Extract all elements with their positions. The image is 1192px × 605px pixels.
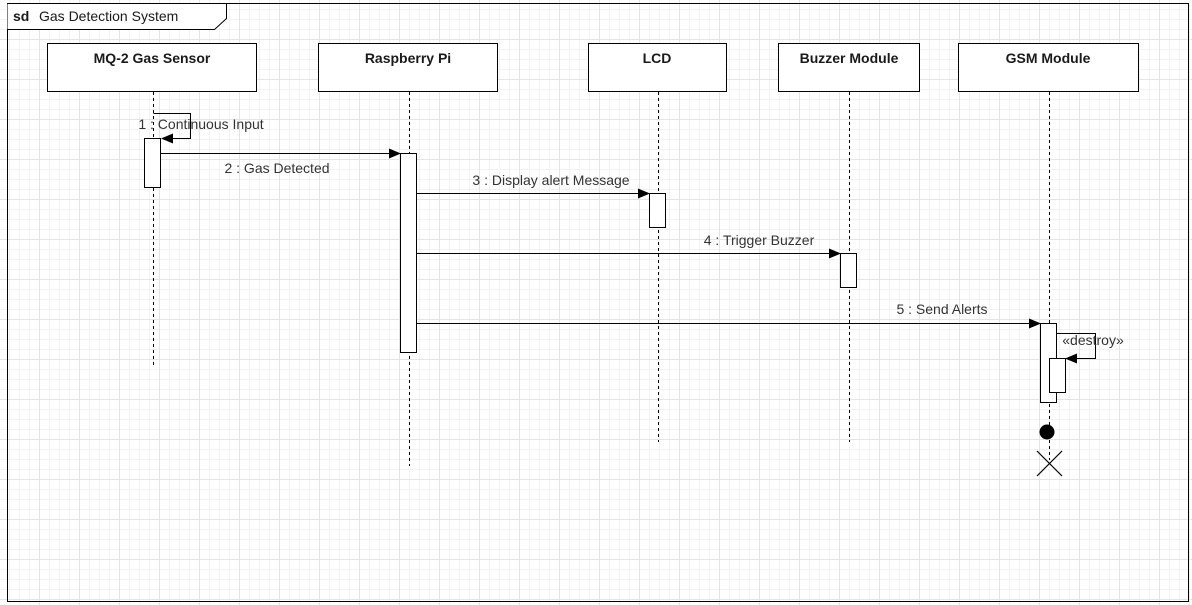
frame-border xyxy=(7,3,1189,602)
message-2[interactable]: 2 : Gas Detected xyxy=(161,148,401,177)
message-4-label: 4 : Trigger Buzzer xyxy=(704,232,815,248)
message-destroy-arrow[interactable] xyxy=(1057,333,1096,364)
activation-bar-buzzer[interactable] xyxy=(840,253,857,288)
destruction-dot-icon xyxy=(1039,424,1055,440)
message-4[interactable]: 4 : Trigger Buzzer xyxy=(417,232,841,259)
lifeline-label: Raspberry Pi xyxy=(365,50,451,66)
lifeline-head[interactable] xyxy=(588,43,727,92)
message-destroy-label: «destroy» xyxy=(1062,332,1124,348)
lifeline-label: GSM Module xyxy=(1006,50,1091,66)
message-5[interactable]: 5 : Send Alerts xyxy=(417,301,1041,329)
message-3-label: 3 : Display alert Message xyxy=(472,172,629,188)
frame-keyword: sd xyxy=(13,8,29,24)
message-1[interactable]: 1 : Continuous Input xyxy=(138,113,264,144)
message-destroy[interactable]: «destroy» xyxy=(1057,332,1124,364)
lifeline-label: MQ-2 Gas Sensor xyxy=(94,50,211,66)
message-1-label: 1 : Continuous Input xyxy=(138,116,263,132)
lifeline-label: Buzzer Module xyxy=(800,50,899,66)
lifeline-head[interactable] xyxy=(958,43,1139,92)
activation-bar-pi[interactable] xyxy=(400,153,417,353)
message-3[interactable]: 3 : Display alert Message xyxy=(417,172,650,199)
message-2-label: 2 : Gas Detected xyxy=(224,160,329,176)
lifeline-mq2-gas-sensor[interactable]: MQ-2 Gas Sensor xyxy=(47,43,257,369)
lifeline-head[interactable] xyxy=(778,43,920,92)
message-1-arrow[interactable] xyxy=(153,113,191,144)
lifeline-head[interactable] xyxy=(47,43,257,92)
lifeline-lcd[interactable]: LCD xyxy=(588,43,727,443)
lifeline-head[interactable] xyxy=(318,43,498,92)
activation-bar-sensor[interactable] xyxy=(144,138,161,188)
destruction-marker xyxy=(1036,424,1063,477)
frame: sd Gas Detection System xyxy=(7,3,1189,602)
activation-bar-gsm-nested[interactable] xyxy=(1049,358,1066,393)
activation-bar-lcd[interactable] xyxy=(649,193,666,228)
destruction-x-icon-stroke xyxy=(1036,450,1063,477)
lifeline-buzzer-module[interactable]: Buzzer Module xyxy=(778,43,920,443)
frame-title: Gas Detection System xyxy=(39,8,178,24)
lifeline-label: LCD xyxy=(643,50,672,66)
frame-title-tab xyxy=(7,3,227,30)
message-5-label: 5 : Send Alerts xyxy=(896,301,987,317)
